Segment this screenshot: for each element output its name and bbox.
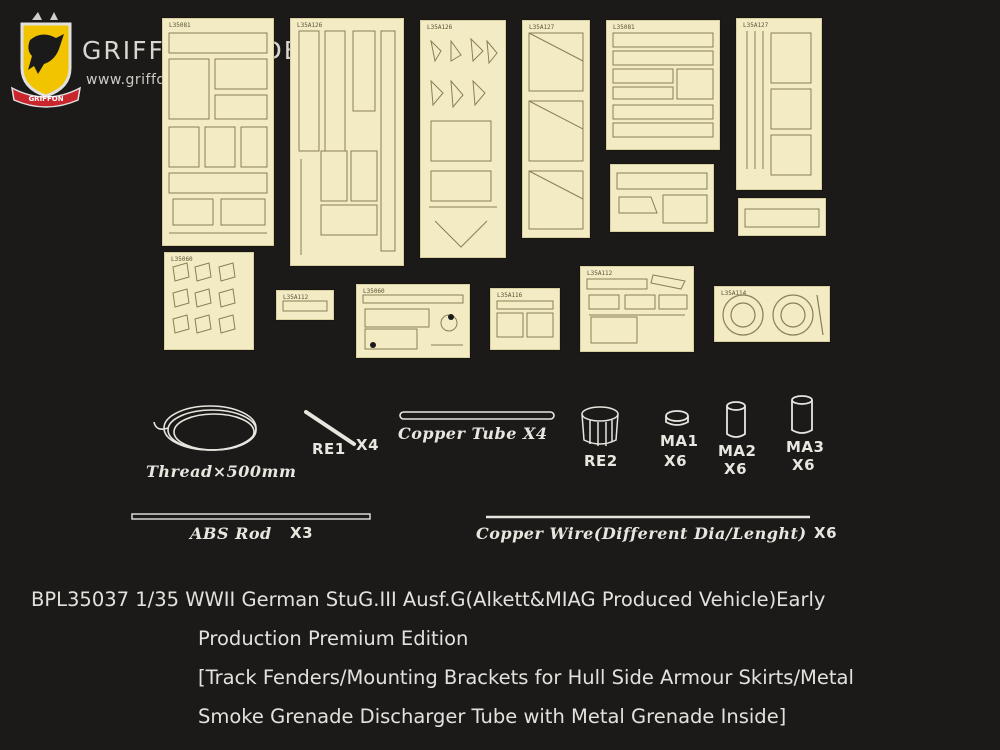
ma3-label: MA3 xyxy=(786,438,825,456)
pe-sheet-3: L35A126 xyxy=(420,20,506,258)
pe-sheet-6: L35A127 xyxy=(736,18,822,190)
pe-parts-pattern xyxy=(616,172,708,224)
svg-text:GRIFFON: GRIFFON xyxy=(28,95,63,103)
product-title-line-2: Production Premium Edition xyxy=(198,627,469,650)
ma1-ring-icon xyxy=(665,410,689,426)
product-contents-line-2: Smoke Grenade Discharger Tube with Metal… xyxy=(198,705,787,728)
thread-coil-icon xyxy=(153,405,257,451)
thread-label: Thread×500mm xyxy=(146,462,297,481)
copper-tube-icon xyxy=(399,411,555,420)
pe-parts-pattern xyxy=(746,31,812,176)
pe-sheet-9: L35060 xyxy=(164,252,254,350)
ma2-label: MA2 xyxy=(718,442,757,460)
pe-sheet-1: L35081 xyxy=(162,18,274,246)
pe-parts-pattern xyxy=(528,32,584,230)
ma2-cylinder-icon xyxy=(726,401,746,438)
ma1-quantity: X6 xyxy=(664,452,688,470)
pe-sheet-13: L35A112 xyxy=(580,266,694,352)
pe-parts-pattern xyxy=(722,294,824,336)
pe-parts-pattern xyxy=(282,300,328,312)
pe-parts-pattern xyxy=(612,32,714,138)
pe-sheet-4: L35A127 xyxy=(522,20,590,238)
pe-parts-pattern xyxy=(172,262,236,334)
pe-parts-pattern xyxy=(744,208,820,228)
pe-parts-pattern xyxy=(362,294,464,350)
copper-tube-label: Copper Tube X4 xyxy=(398,424,548,443)
copper-wire-icon xyxy=(486,515,810,519)
copper-wire-label: Copper Wire(Different Dia/Lenght) xyxy=(476,524,807,543)
pe-sheet-2: L35A126 xyxy=(290,18,404,266)
griffon-logo: GRIFFON xyxy=(8,10,308,110)
re1-quantity: X4 xyxy=(356,436,380,454)
pe-sheet-12: L35A116 xyxy=(490,288,560,350)
pe-sheet-7 xyxy=(610,164,714,232)
abs-rod-quantity: X3 xyxy=(290,524,314,542)
pe-sheet-10: L35A112 xyxy=(276,290,334,320)
pe-parts-pattern xyxy=(429,37,498,248)
pe-parts-pattern xyxy=(168,32,268,234)
re2-part-icon xyxy=(581,406,619,446)
ma3-cylinder-icon xyxy=(791,395,813,434)
pe-sheet-5: L35081 xyxy=(606,20,720,150)
re2-label: RE2 xyxy=(584,452,618,470)
ma1-label: MA1 xyxy=(660,432,699,450)
re1-rod-icon xyxy=(304,410,356,446)
pe-sheet-14: L35A114 xyxy=(714,286,830,342)
ma2-quantity: X6 xyxy=(724,460,748,478)
copper-wire-quantity: X6 xyxy=(814,524,838,542)
pe-sheet-8 xyxy=(738,198,826,236)
product-title-line-1: BPL35037 1/35 WWII German StuG.III Ausf.… xyxy=(31,588,826,611)
abs-rod-label: ABS Rod xyxy=(190,524,272,543)
griffon-shield-icon: GRIFFON xyxy=(11,12,81,108)
re1-label: RE1 xyxy=(312,440,346,458)
abs-rod-icon xyxy=(131,513,371,520)
pe-parts-pattern xyxy=(586,274,688,344)
pe-parts-pattern xyxy=(298,30,396,255)
pe-sheet-11: L35060 xyxy=(356,284,470,358)
pe-parts-pattern xyxy=(496,300,554,338)
ma3-quantity: X6 xyxy=(792,456,816,474)
product-contents-line-1: [Track Fenders/Mounting Brackets for Hul… xyxy=(198,666,854,689)
